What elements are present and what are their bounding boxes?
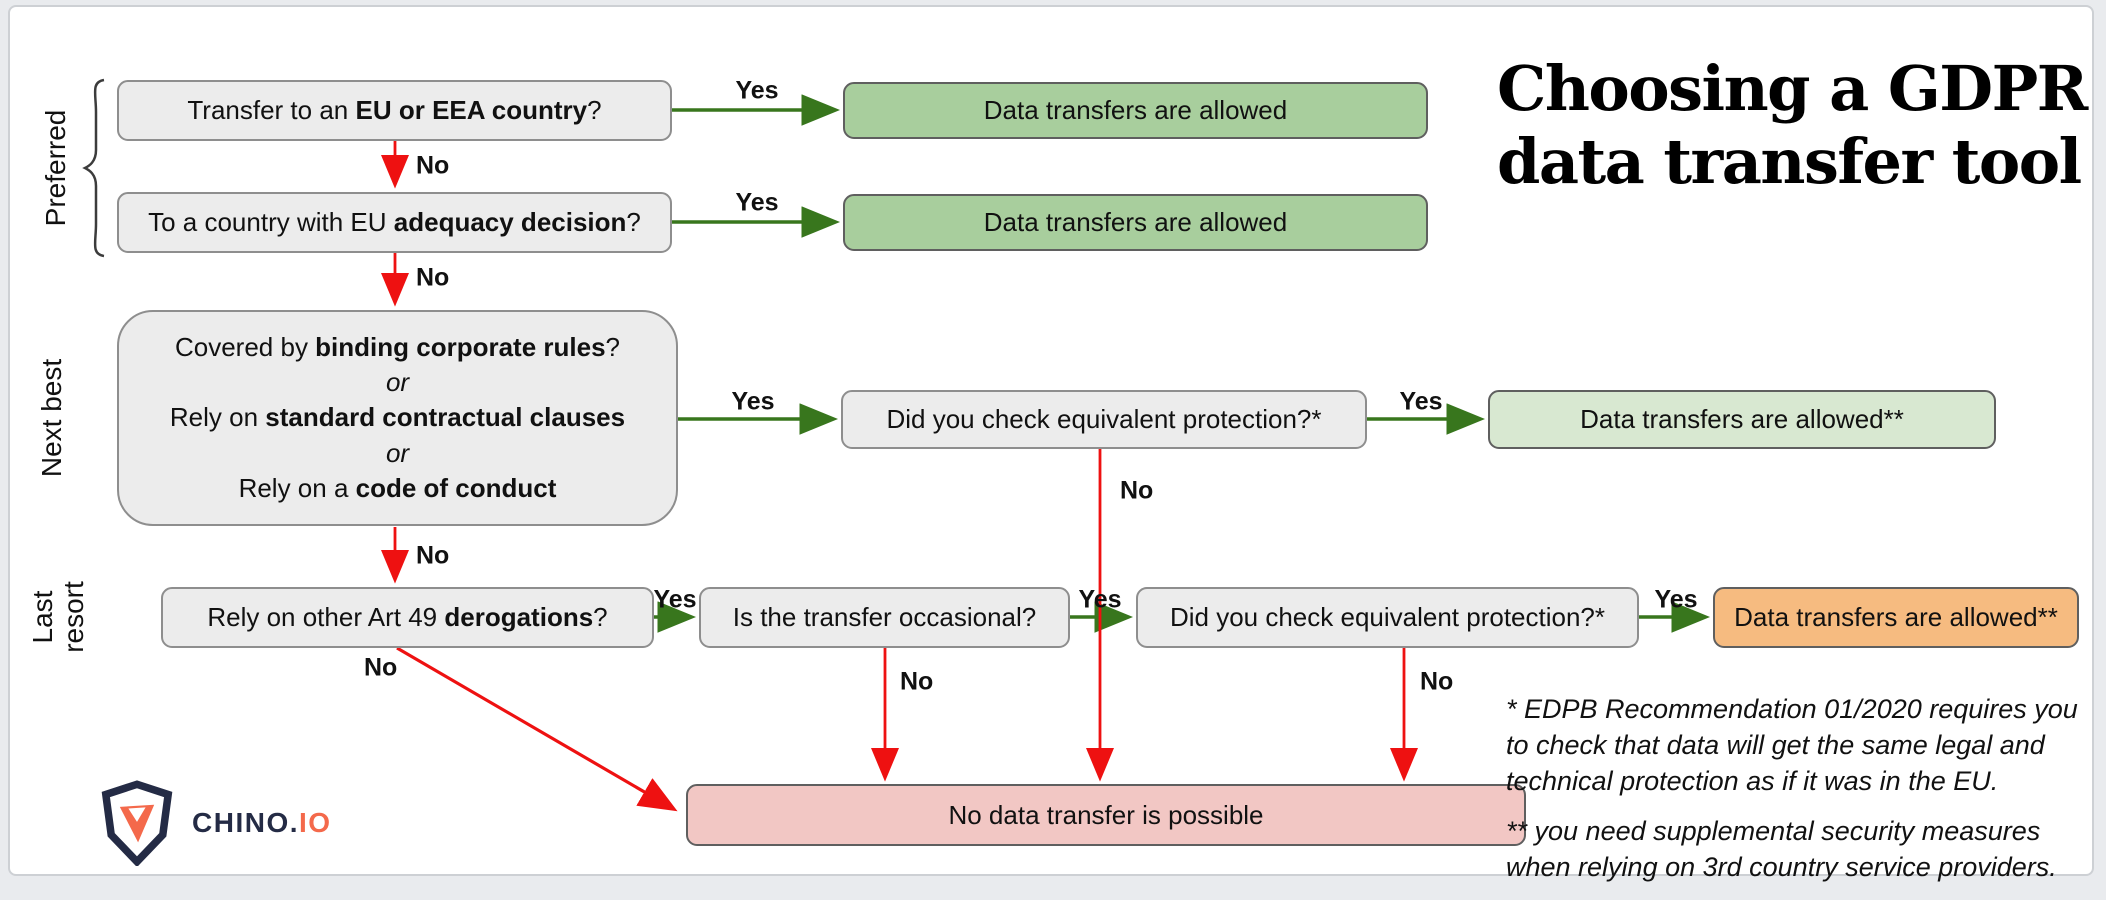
label-nextbest-yes: Yes (731, 387, 775, 416)
node-not-possible: No data transfer is possible (686, 784, 1526, 846)
label-derogations-no: No (364, 653, 398, 682)
node-q-derogations: Rely on other Art 49 derogations? (161, 587, 654, 648)
label-adequacy-yes: Yes (735, 188, 779, 217)
page-title: Choosing a GDPR data transfer tool (1497, 52, 2088, 199)
shield-icon (101, 780, 173, 866)
label-derogations-yes: Yes (653, 585, 697, 614)
node-q-equivalent-mid: Did you check equivalent protection?* (841, 390, 1367, 449)
node-q-adequacy: To a country with EU adequacy decision? (117, 192, 672, 253)
node-allowed-1: Data transfers are allowed (843, 82, 1428, 139)
label-equivalent-bottom-no: No (1420, 667, 1454, 696)
label-equivalent-bottom-yes: Yes (1654, 585, 1698, 614)
label-eu-eea-yes: Yes (735, 76, 779, 105)
label-adequacy-no: No (416, 263, 450, 292)
logo-wordmark: CHINO.IO (192, 807, 332, 838)
chino-logo: CHINO.IO (96, 780, 332, 866)
node-allowed-2: Data transfers are allowed (843, 194, 1428, 251)
node-q-next-best: Covered by binding corporate rules? or R… (117, 310, 678, 526)
label-equivalent-mid-no: No (1120, 476, 1154, 505)
footnote-star: * EDPB Recommendation 01/2020 requires y… (1506, 694, 2078, 796)
footnote-double-star: ** you need supplemental security measur… (1506, 816, 2057, 882)
label-eu-eea-no: No (416, 151, 450, 180)
node-allowed-last-resort: Data transfers are allowed** (1713, 587, 2079, 648)
label-occasional-no: No (900, 667, 934, 696)
label-occasional-yes: Yes (1078, 585, 1122, 614)
node-q-eu-eea: Transfer to an EU or EEA country? (117, 80, 672, 141)
label-equivalent-mid-yes: Yes (1399, 387, 1443, 416)
node-q-occasional: Is the transfer occasional? (699, 587, 1070, 648)
label-nextbest-no: No (416, 541, 450, 570)
node-allowed-checked: Data transfers are allowed** (1488, 390, 1996, 449)
node-q-equivalent-bottom: Did you check equivalent protection?* (1136, 587, 1639, 648)
